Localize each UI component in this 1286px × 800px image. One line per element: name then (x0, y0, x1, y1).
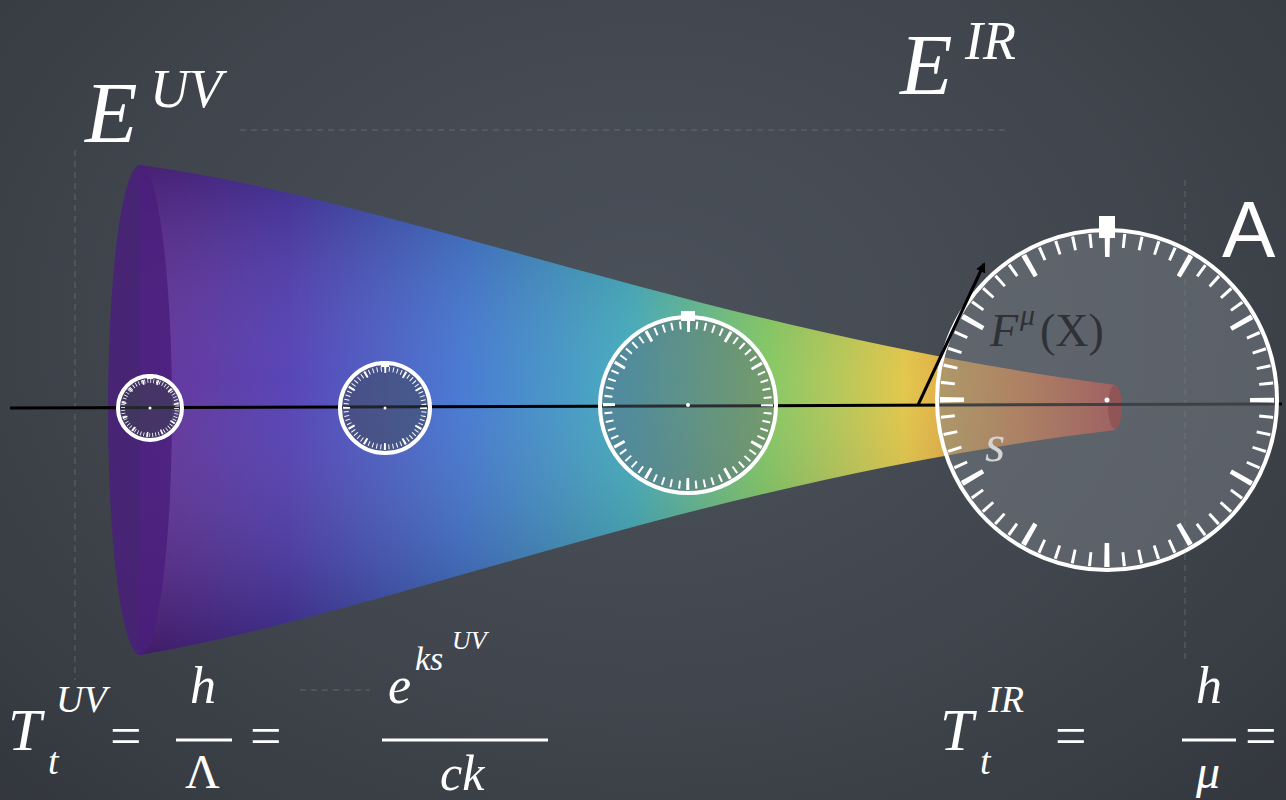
clock (340, 361, 430, 453)
numerator: h (1196, 660, 1222, 712)
denominator: Λ (185, 748, 220, 796)
clock (600, 311, 776, 493)
cut-label: A (1222, 190, 1275, 270)
superscript: UV (452, 628, 487, 654)
field-symbol: F (990, 308, 1018, 354)
energy-symbol: E (85, 70, 138, 156)
superscript: IR (988, 680, 1024, 718)
equals-sign: = (1245, 708, 1277, 764)
superscript: IR (965, 14, 1016, 68)
superscript: μ (1020, 300, 1035, 330)
equals-sign: = (110, 708, 142, 764)
denominator: ck (440, 748, 484, 798)
exponent: ks (415, 642, 443, 676)
subscript: t (980, 742, 991, 780)
denominator: μ (1196, 748, 1220, 796)
equals-sign: = (1055, 708, 1087, 764)
equals-sign: = (250, 708, 282, 764)
superscript: UV (150, 62, 222, 116)
superscript: UV (56, 680, 107, 718)
numerator: e (388, 660, 411, 712)
coordinate-label: s (985, 418, 1005, 470)
subscript: t (48, 742, 59, 780)
tangent-arrow (918, 264, 984, 405)
clock (118, 374, 182, 440)
numerator: h (190, 660, 216, 712)
field-argument: (X) (1040, 308, 1104, 354)
formula-symbol: T (8, 700, 41, 760)
energy-symbol: E (900, 22, 953, 108)
formula-symbol: T (940, 700, 973, 760)
